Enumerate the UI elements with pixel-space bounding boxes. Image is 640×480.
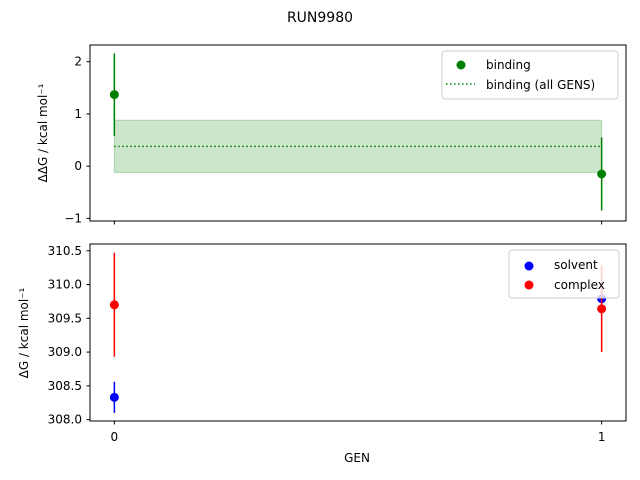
binding-panel: −1 0 1 2 ΔΔG / kcal mol⁻¹ binding binding (… xyxy=(36,44,627,225)
x-axis-label: GEN xyxy=(344,451,370,465)
bottom-axes-frame xyxy=(89,243,627,422)
top-y-tick-label: 1 xyxy=(74,107,82,121)
legend-binding-label: binding xyxy=(486,58,531,72)
bottom-y-tick-label: 308.5 xyxy=(48,379,82,393)
top-legend: binding binding (all GENS) xyxy=(441,50,619,100)
legend-solvent-label: solvent xyxy=(554,258,598,272)
bottom-y-tick-label: 309.0 xyxy=(48,345,82,359)
solvent-point xyxy=(109,392,119,402)
bottom-legend: solvent complex xyxy=(508,249,620,299)
chart-title: RUN9980 xyxy=(287,10,353,26)
complex-point xyxy=(597,304,607,314)
binding-series xyxy=(109,53,607,211)
top-axes-frame xyxy=(89,44,627,222)
top-y-ticks: −1 0 1 2 xyxy=(64,55,90,225)
bottom-y-tick-label: 310.5 xyxy=(48,244,82,258)
legend-binding-marker xyxy=(456,60,466,70)
binding-point xyxy=(597,169,607,179)
legend-complex-label: complex xyxy=(554,278,605,292)
top-y-tick-label: −1 xyxy=(64,211,82,225)
top-y-tick-label: 2 xyxy=(74,55,82,69)
bottom-legend-box xyxy=(508,249,620,299)
top-y-axis-label: ΔΔG / kcal mol⁻¹ xyxy=(36,83,50,182)
top-y-tick-label: 0 xyxy=(74,159,82,173)
bottom-y-ticks: 308.0 308.5 309.0 309.5 310.0 310.5 xyxy=(48,244,90,427)
binding-point xyxy=(109,90,119,100)
complex-point xyxy=(109,300,119,310)
bottom-y-axis-label: ΔG / kcal mol⁻¹ xyxy=(17,287,31,378)
bottom-x-tick-label: 0 xyxy=(111,430,119,444)
bottom-x-tick-label: 1 xyxy=(598,430,606,444)
bottom-y-tick-label: 310.0 xyxy=(48,278,82,292)
legend-complex-marker xyxy=(524,280,534,290)
bottom-y-tick-label: 309.5 xyxy=(48,311,82,325)
legend-binding-all-gens-label: binding (all GENS) xyxy=(486,78,595,92)
bottom-y-tick-label: 308.0 xyxy=(48,413,82,427)
top-x-ticks xyxy=(113,221,603,225)
legend-solvent-marker xyxy=(524,261,534,271)
top-legend-box xyxy=(441,50,619,100)
